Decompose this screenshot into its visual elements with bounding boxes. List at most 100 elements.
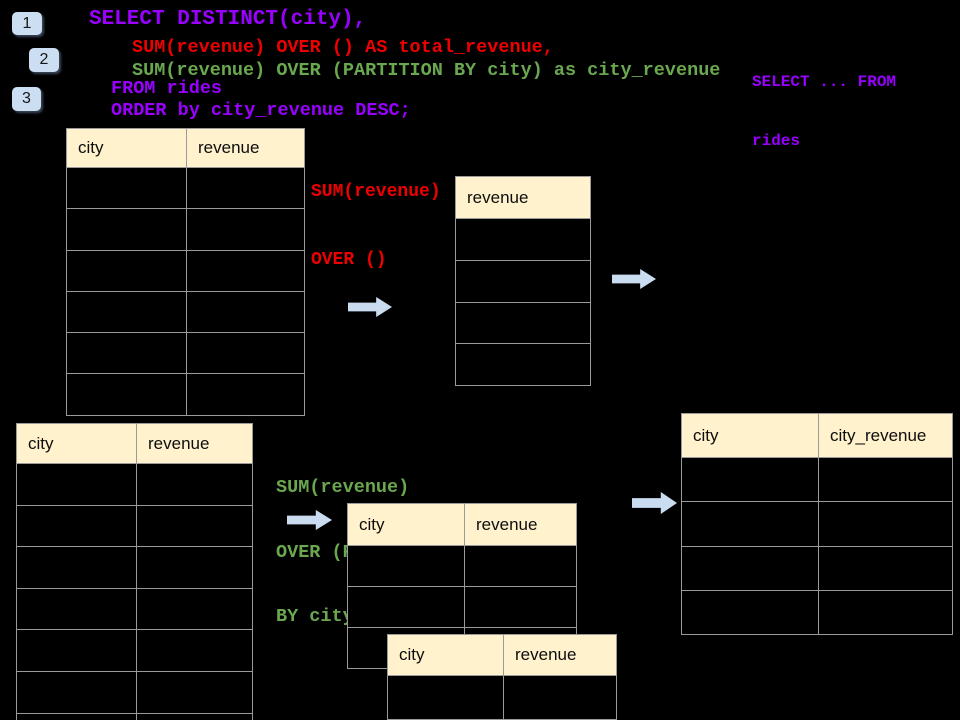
table-cell <box>818 458 952 502</box>
table-row <box>17 587 252 630</box>
sql-line-sum-partition: SUM(revenue) OVER (PARTITION BY city) as… <box>132 60 721 81</box>
sql-line-select: SELECT DISTINCT(city), <box>89 8 367 31</box>
step-badge-2: 2 <box>29 48 59 72</box>
column-header: revenue <box>136 424 252 463</box>
table-body <box>456 218 590 385</box>
table-cell <box>136 630 252 671</box>
table-row <box>17 463 252 505</box>
table-row <box>682 501 952 546</box>
table-row <box>17 712 252 720</box>
table-row <box>348 586 576 627</box>
step-badge-1: 1 <box>12 12 42 35</box>
table-cell <box>136 464 252 505</box>
table-row <box>67 167 304 209</box>
table-cell <box>17 672 136 713</box>
table-cell <box>67 209 186 249</box>
table-cell <box>186 250 304 291</box>
table-cell <box>186 209 304 250</box>
table-row <box>456 301 590 344</box>
table-total-revenue-result: revenue <box>455 176 591 387</box>
table-cell <box>17 714 136 720</box>
table-header-row: city city_revenue <box>682 414 952 457</box>
table-row <box>17 504 252 547</box>
column-header: revenue <box>503 635 616 675</box>
table-cell <box>136 547 252 588</box>
table-cell <box>348 587 464 627</box>
column-header: city <box>78 138 104 157</box>
table-row <box>388 675 616 719</box>
table-row <box>456 343 590 385</box>
table-cell <box>186 168 304 209</box>
table-partition-overlay: city revenue <box>387 634 617 720</box>
table-cell <box>503 676 616 719</box>
table-row <box>17 629 252 671</box>
table-cell <box>456 261 590 302</box>
table-row <box>682 589 952 635</box>
table-body <box>388 675 616 720</box>
table-cell <box>136 588 252 630</box>
table-cell <box>17 506 136 547</box>
table-cell <box>17 589 136 630</box>
table-header-row: revenue <box>456 177 590 218</box>
column-header: revenue <box>186 129 304 167</box>
column-header: city <box>359 514 385 534</box>
table-cell <box>456 344 590 385</box>
table-cell <box>818 546 952 590</box>
table-row <box>67 208 304 250</box>
annotation-line: SUM(revenue) <box>311 182 441 202</box>
sql-line-sum-over: SUM(revenue) OVER () AS total_revenue, <box>132 37 554 58</box>
table-row <box>682 457 952 502</box>
table-row <box>67 290 304 333</box>
annotation-line: OVER () <box>311 249 387 270</box>
table-header-row: city revenue <box>348 504 576 545</box>
table-cell <box>388 676 503 719</box>
table-cell <box>186 333 304 374</box>
table-cell <box>67 374 186 414</box>
table-cell <box>348 546 464 586</box>
table-row <box>456 218 590 260</box>
table-cell <box>682 591 818 634</box>
side-note: SELECT ... FROM rides <box>752 34 896 190</box>
table-cell <box>464 546 576 586</box>
column-header: city <box>693 425 719 445</box>
table-cell <box>136 713 252 720</box>
side-note-line-2: rides <box>752 131 801 150</box>
table-row <box>456 259 590 302</box>
table-cell <box>67 251 186 291</box>
table-row <box>17 546 252 588</box>
table-source-bottom: city revenue <box>16 423 253 720</box>
table-cell <box>682 502 818 545</box>
table-body <box>17 463 252 720</box>
table-row <box>682 545 952 590</box>
table-row <box>348 545 576 586</box>
table-cell <box>67 168 186 208</box>
annotation-line: SUM(revenue) <box>276 477 410 498</box>
table-row <box>67 373 304 415</box>
column-header: revenue <box>464 504 576 545</box>
table-cell <box>67 292 186 332</box>
table-body <box>67 167 304 415</box>
table-body <box>682 457 952 635</box>
side-note-line-1: SELECT ... FROM <box>752 73 897 91</box>
table-row <box>67 332 304 374</box>
table-final-result: city city_revenue <box>681 413 953 636</box>
table-cell <box>17 547 136 588</box>
step-badge-3: 3 <box>12 87 41 111</box>
column-header: city <box>28 433 54 453</box>
sql-line-order-by: ORDER by city_revenue DESC; <box>111 100 411 121</box>
right-arrow-icon <box>632 492 677 514</box>
table-row <box>67 249 304 291</box>
table-cell <box>136 505 252 547</box>
table-cell <box>456 303 590 344</box>
table-cell <box>456 219 590 260</box>
column-header: city_revenue <box>818 414 952 457</box>
annotation-total-revenue: SUM(revenue) OVER () <box>311 136 441 316</box>
table-cell <box>136 671 252 713</box>
table-cell <box>818 590 952 635</box>
right-arrow-icon <box>612 269 656 289</box>
table-cell <box>17 630 136 671</box>
table-cell <box>682 547 818 590</box>
table-cell <box>682 458 818 501</box>
table-header-row: city revenue <box>17 424 252 463</box>
